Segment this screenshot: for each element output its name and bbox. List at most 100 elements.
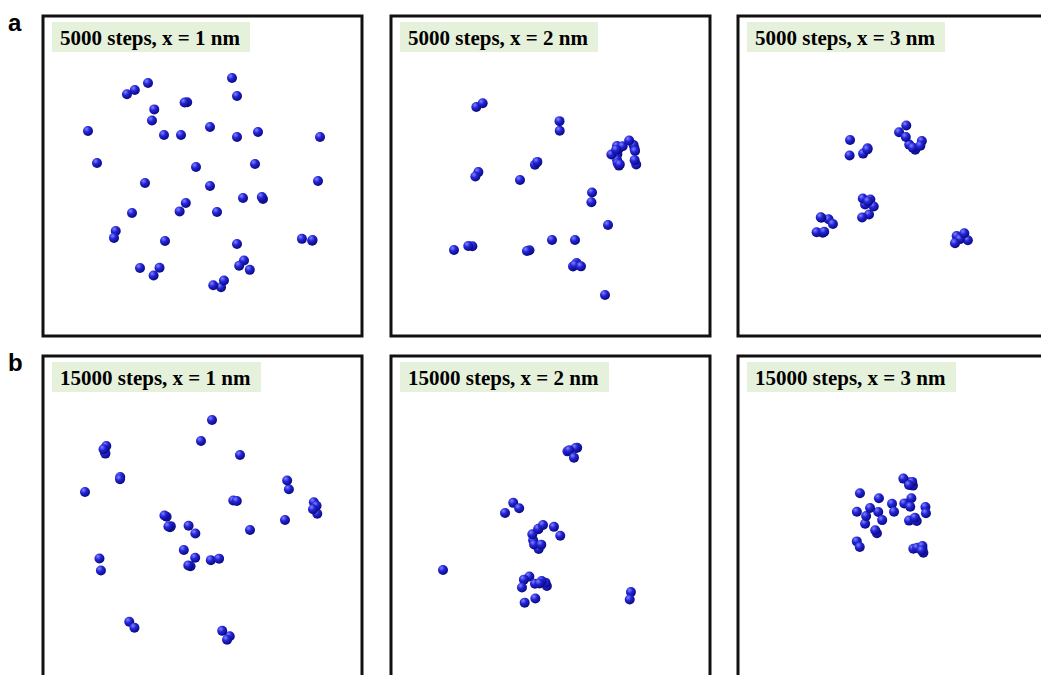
particle bbox=[232, 132, 242, 142]
particle bbox=[175, 206, 185, 216]
particle bbox=[555, 531, 565, 541]
particle bbox=[532, 157, 542, 167]
particle bbox=[855, 542, 865, 552]
particle bbox=[235, 450, 245, 460]
panel-label: 5000 steps, x = 1 nm bbox=[60, 26, 240, 50]
particle bbox=[816, 212, 826, 222]
panel-frame bbox=[391, 16, 710, 336]
particle bbox=[549, 522, 559, 532]
panel-label-box: 5000 steps, x = 3 nm bbox=[747, 22, 945, 52]
particle bbox=[160, 236, 170, 246]
particle bbox=[576, 261, 586, 271]
particle bbox=[470, 172, 480, 182]
particle bbox=[603, 220, 613, 230]
particle bbox=[159, 130, 169, 140]
particle bbox=[586, 197, 596, 207]
particle bbox=[615, 159, 625, 169]
particle bbox=[94, 554, 104, 564]
particle bbox=[901, 132, 911, 142]
particle bbox=[921, 508, 931, 518]
panel-label: 15000 steps, x = 1 nm bbox=[60, 366, 250, 390]
particle bbox=[92, 158, 102, 168]
particle bbox=[135, 263, 145, 273]
particle bbox=[257, 192, 267, 202]
particle bbox=[208, 280, 218, 290]
particle bbox=[889, 507, 899, 517]
panel-label-box: 5000 steps, x = 1 nm bbox=[52, 22, 250, 52]
panel-frame bbox=[738, 356, 1041, 675]
particle bbox=[819, 227, 829, 237]
particle bbox=[227, 73, 237, 83]
particle bbox=[214, 554, 224, 564]
particle bbox=[179, 545, 189, 555]
particle bbox=[191, 162, 201, 172]
particle bbox=[500, 508, 510, 518]
particle bbox=[857, 213, 867, 223]
panel-label-box: 15000 steps, x = 3 nm bbox=[747, 362, 956, 392]
particle bbox=[140, 178, 150, 188]
particle bbox=[205, 181, 215, 191]
particle bbox=[570, 235, 580, 245]
particle bbox=[515, 175, 525, 185]
particle bbox=[514, 503, 524, 513]
particle bbox=[906, 493, 916, 503]
particle bbox=[901, 120, 911, 130]
particle bbox=[219, 276, 229, 286]
particle bbox=[569, 453, 579, 463]
particle bbox=[190, 553, 200, 563]
particle bbox=[950, 238, 960, 248]
particle bbox=[180, 98, 190, 108]
particle bbox=[80, 487, 90, 497]
particle bbox=[855, 488, 865, 498]
particle bbox=[874, 493, 884, 503]
particle bbox=[917, 545, 927, 555]
particle bbox=[630, 155, 640, 165]
particle bbox=[205, 122, 215, 132]
particle bbox=[115, 474, 125, 484]
panel-frame bbox=[43, 16, 362, 336]
panel-frame bbox=[391, 356, 710, 675]
particle bbox=[238, 193, 248, 203]
particle bbox=[862, 144, 872, 154]
particle bbox=[163, 521, 173, 531]
particle-clusters bbox=[80, 73, 973, 645]
particle bbox=[109, 233, 119, 243]
panel-label: 5000 steps, x = 3 nm bbox=[755, 26, 935, 50]
particle bbox=[587, 188, 597, 198]
particle bbox=[183, 560, 193, 570]
particle bbox=[190, 529, 200, 539]
particle bbox=[245, 265, 255, 275]
particle bbox=[828, 219, 838, 229]
particle bbox=[308, 504, 318, 514]
particle bbox=[816, 213, 826, 223]
particle bbox=[207, 415, 217, 425]
particle bbox=[222, 635, 232, 645]
particle bbox=[863, 196, 873, 206]
particle bbox=[253, 127, 263, 137]
particle bbox=[538, 520, 548, 530]
particle bbox=[129, 623, 139, 633]
panel-label: 15000 steps, x = 3 nm bbox=[755, 366, 945, 390]
particle bbox=[611, 145, 621, 155]
particle bbox=[905, 502, 915, 512]
panel-frame bbox=[738, 16, 1041, 336]
particle bbox=[143, 78, 153, 88]
particle bbox=[280, 515, 290, 525]
particle bbox=[147, 116, 157, 126]
particle bbox=[530, 594, 540, 604]
particle bbox=[535, 578, 545, 588]
particle bbox=[122, 89, 132, 99]
particle bbox=[313, 176, 323, 186]
panel-label: 5000 steps, x = 2 nm bbox=[408, 26, 588, 50]
particle bbox=[159, 511, 169, 521]
particle bbox=[217, 626, 227, 636]
particle bbox=[282, 476, 292, 486]
particle bbox=[245, 525, 255, 535]
particle bbox=[234, 261, 244, 271]
particle bbox=[904, 480, 914, 490]
particle bbox=[181, 198, 191, 208]
particle bbox=[438, 565, 448, 575]
particle bbox=[250, 159, 260, 169]
particle bbox=[478, 98, 488, 108]
particle bbox=[870, 525, 880, 535]
